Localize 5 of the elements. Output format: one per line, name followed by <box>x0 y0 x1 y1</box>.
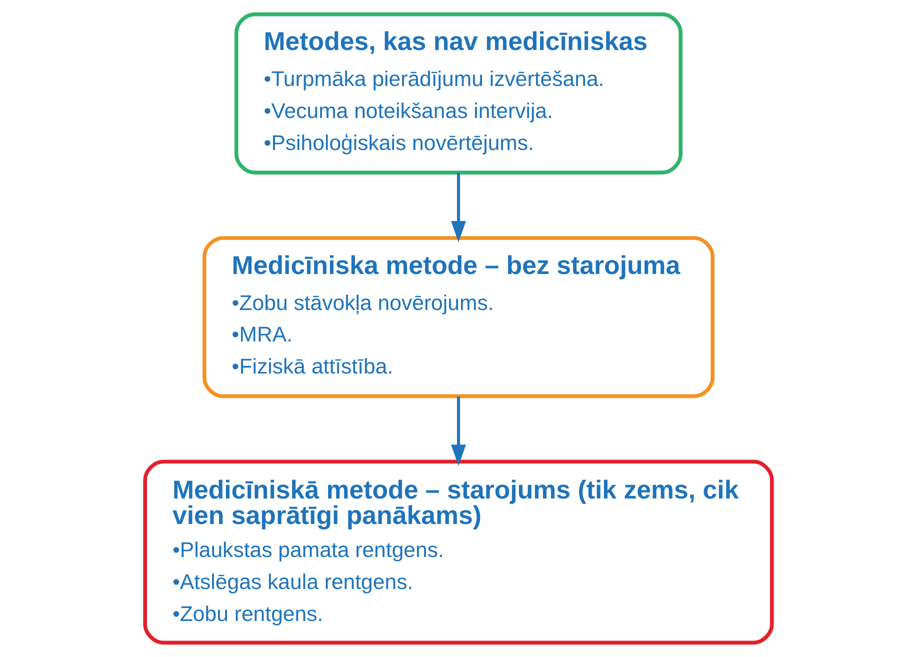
arrow <box>450 172 466 242</box>
arrow <box>450 396 466 466</box>
node-box: Medicīniskā metode – starojums (tik zems, cik vien saprātīgi panākams) •Plaukstas pamata rentgens. •Atslēgas kaula rentgens. •Zobu rentgens. <box>142 460 774 645</box>
node-box: Metodes, kas nav medicīniskas •Turpmāka pierādījumu izvērtēšana. •Vecuma noteikšanas intervija. •Psiholoģiskais novērtējums. <box>234 12 682 174</box>
node-box: Medicīniska metode – bez starojuma •Zobu stāvokļa novērojums. •MRA. •Fiziskā attīstība. <box>202 236 714 398</box>
